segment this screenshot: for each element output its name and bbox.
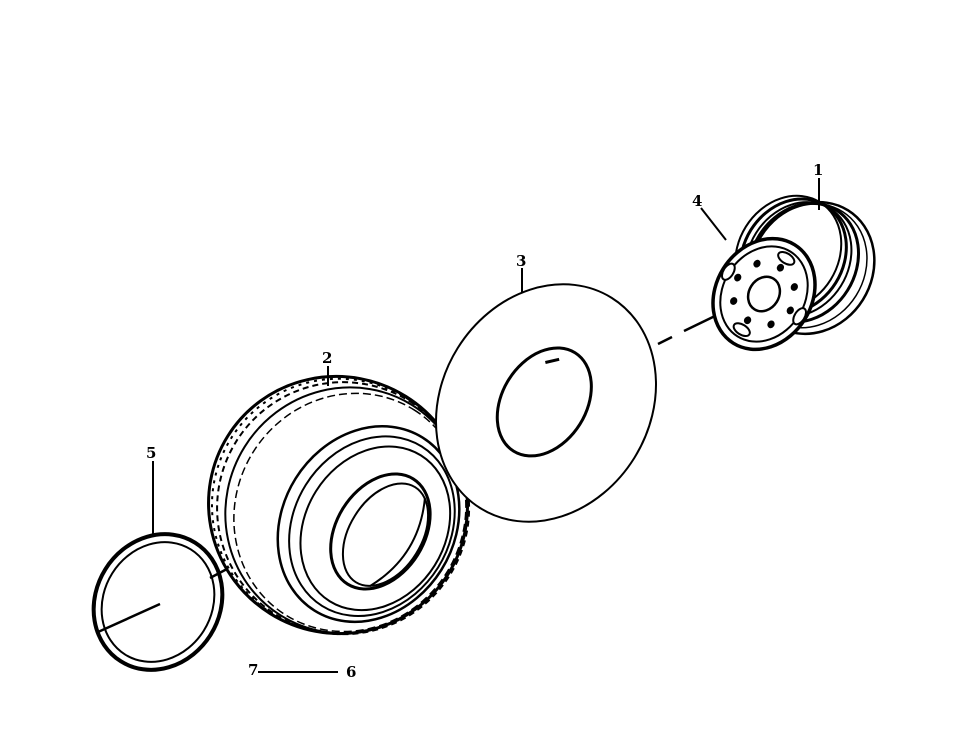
callout-5: 5 xyxy=(146,444,156,462)
callout-2: 2 xyxy=(322,349,332,367)
callout-1: 1 xyxy=(813,161,823,179)
tire-flap xyxy=(435,283,657,523)
callout-6: 6 xyxy=(346,663,356,681)
stud-holes xyxy=(730,259,798,329)
wheel-disc xyxy=(711,236,817,352)
callout-4: 4 xyxy=(692,192,702,210)
leader-lines xyxy=(152,178,820,673)
vent-holes xyxy=(721,251,807,337)
tire xyxy=(207,374,471,636)
callout-7: 7 xyxy=(248,661,258,679)
lock-ring xyxy=(91,532,225,672)
callout-3: 3 xyxy=(516,252,526,270)
tire-tread xyxy=(210,377,471,636)
